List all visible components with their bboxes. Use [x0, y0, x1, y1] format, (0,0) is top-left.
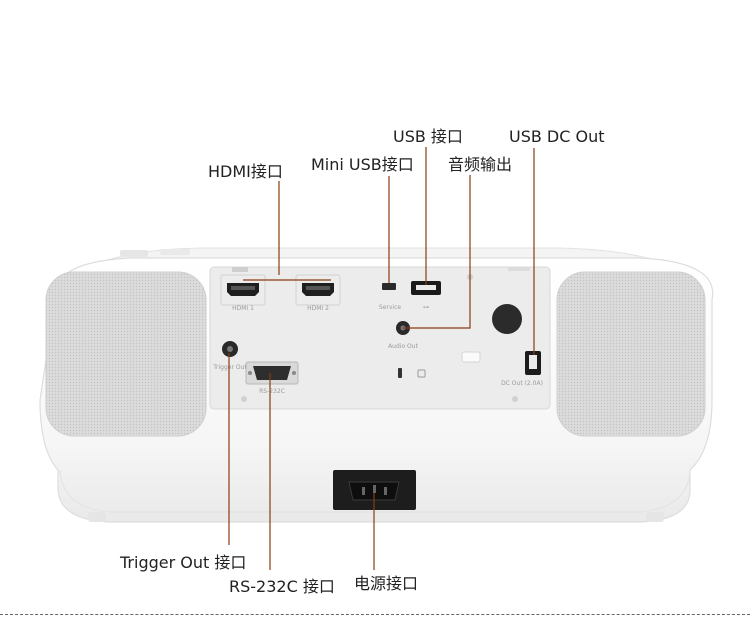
hdmi1-pins: [231, 286, 255, 290]
panel-top-notch: [508, 267, 530, 271]
top-vent-slot: [160, 249, 190, 255]
trigger-out-jack-core: [227, 346, 233, 352]
usb-symbol-label: ⊶: [423, 304, 429, 311]
rs232c-label: RS-232C: [259, 388, 285, 395]
panel-clip: [461, 351, 481, 363]
hdmi2-label: HDMI 2: [307, 305, 329, 312]
panel-top-notch: [232, 267, 248, 272]
panel-screw: [512, 396, 518, 402]
audio-leader-line: [403, 175, 471, 329]
service-label: Service: [379, 304, 401, 311]
rs232c-callout: RS-232C 接口: [229, 577, 335, 596]
projector-lower-lip: [59, 469, 691, 513]
rs232c-screw-left: [248, 371, 252, 375]
mini-usb-callout: Mini USB接口: [311, 155, 414, 174]
hdmi1-bezel: [220, 274, 266, 306]
power-pin: [373, 485, 376, 493]
hdmi-callout: HDMI接口: [208, 162, 283, 181]
top-vent-slot: [120, 250, 148, 257]
left-speaker-grille: [45, 271, 207, 437]
power-pin: [384, 487, 387, 495]
audio-out-label: Audio Out: [388, 343, 418, 350]
leader-lines: [228, 147, 535, 570]
panel-screw: [241, 396, 247, 402]
usb-dc-out-callout: USB DC Out: [509, 127, 605, 146]
usb-callout: USB 接口: [393, 127, 463, 146]
rs232c-port: [253, 366, 291, 380]
right-foot: [646, 512, 664, 522]
power-pin: [362, 487, 365, 495]
usb-dc-out-tongue: [529, 355, 537, 369]
trigger-out-callout: Trigger Out 接口: [120, 553, 247, 572]
power-callout: 电源接口: [354, 574, 419, 593]
hdmi2-bezel: [295, 274, 341, 306]
right-speaker-grille: [556, 271, 706, 437]
rs232c-screw-right: [292, 371, 296, 375]
lock-icon: [417, 369, 426, 378]
mini-usb-port: [382, 283, 396, 290]
hdmi2-pins: [306, 286, 330, 290]
left-foot: [88, 512, 106, 522]
hdmi1-label: HDMI 1: [232, 305, 254, 312]
trigger-out-label: Trigger Out: [212, 364, 247, 371]
round-cover: [492, 304, 522, 334]
audio-callout: 音频输出: [448, 155, 513, 174]
bottom-dashed-divider: [0, 614, 750, 615]
security-slot: [398, 368, 402, 378]
usb-port-tongue: [416, 285, 436, 290]
dc-out-label: DC Out (2.0A): [501, 380, 543, 387]
